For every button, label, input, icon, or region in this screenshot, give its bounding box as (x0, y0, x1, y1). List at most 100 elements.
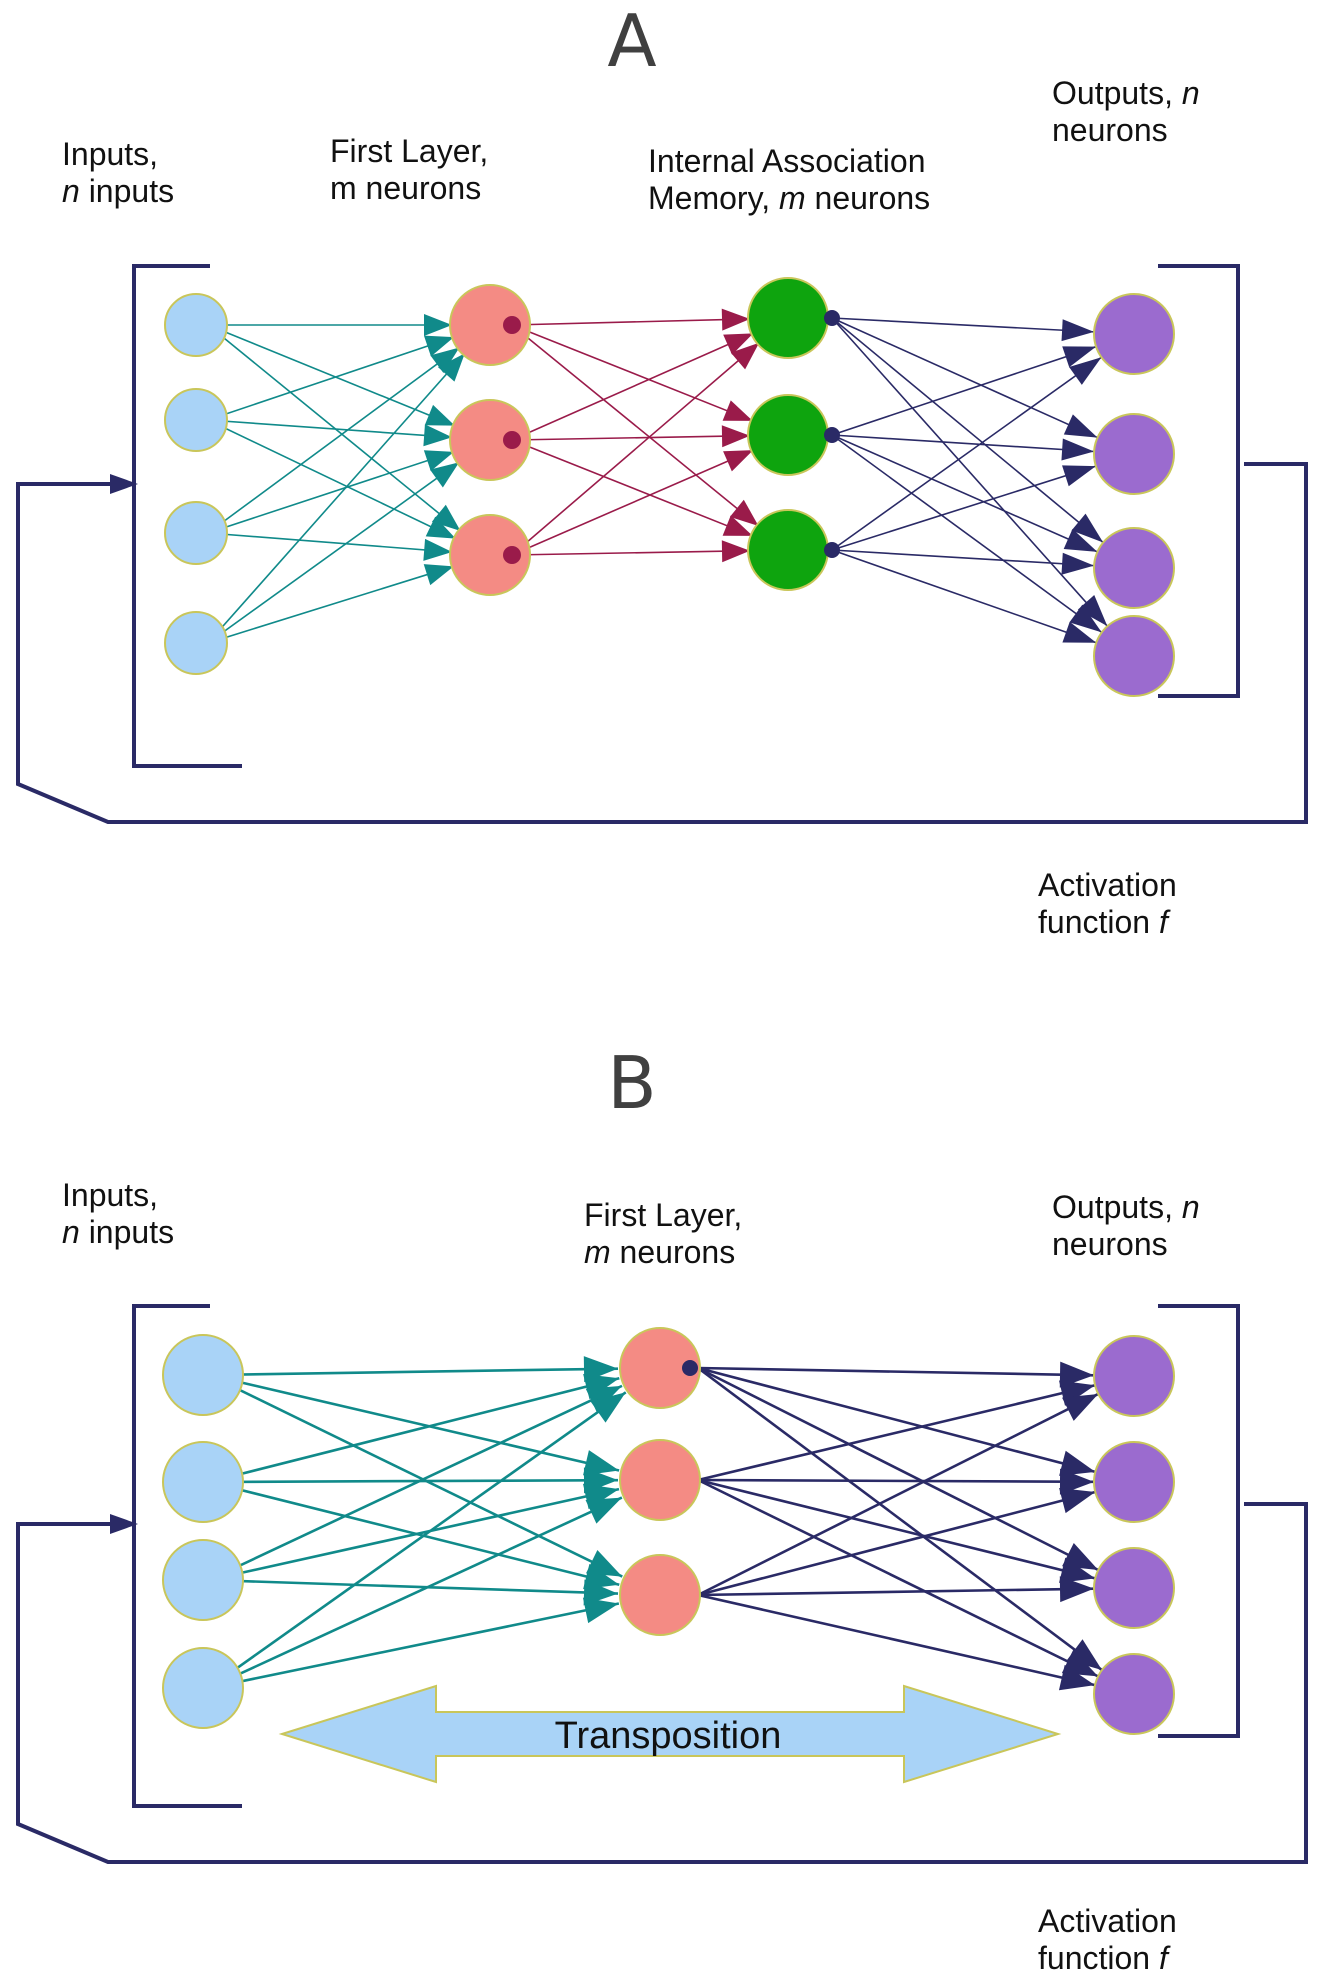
panel-b-navy-arrow-2-1 (697, 1384, 1096, 1482)
panel-b-teal-arrow-1-3 (208, 1373, 623, 1578)
panel-b-navy-arrow-head-1-1 (1059, 1361, 1095, 1388)
panel-a-navy-arrow-2-1 (831, 345, 1097, 436)
panel-b-input-node-3 (162, 1539, 244, 1621)
panel-a-output-node-2 (1093, 413, 1175, 495)
panel-a-teal-arrow-head-1-3 (431, 504, 461, 531)
panel-a-teal-arrow-head-1-1 (424, 314, 452, 336)
panel-a-inputs-label: Inputs, n inputs (62, 136, 174, 209)
panel-a-crimson-connections (511, 308, 760, 563)
panel-a-crimson-arrow-head-1-1 (721, 308, 751, 331)
panel-a-output-node-3 (1093, 527, 1175, 609)
panel-a-teal-arrow-head-3-1 (430, 347, 460, 374)
panel-a-first-layer-dot-1 (503, 316, 521, 334)
panel-a-crimson-arrow-1-3 (511, 324, 760, 527)
panel-a-crimson-arrow-1-1 (511, 318, 751, 326)
panel-a-navy-arrow-head-1-3 (1071, 513, 1104, 543)
panel-a-crimson-arrow-head-2-2 (721, 425, 751, 448)
panel-b-navy-connections (697, 1361, 1103, 1691)
panel-a-navy-arrow-head-3-2 (1062, 465, 1096, 487)
panel-a-teal-arrow-4-2 (207, 461, 460, 644)
panel-a-input-node-4 (164, 611, 228, 675)
panel-b-navy-arrow-1-4 (697, 1366, 1103, 1672)
panel-b-input-nodes (162, 1334, 244, 1729)
panel-b-navy-arrow-head-2-3 (1059, 1557, 1096, 1583)
panel-a-navy-arrow-2-3 (831, 434, 1098, 553)
panel-b-output-bracket (1158, 1304, 1240, 1738)
panel-a-navy-arrow-3-2 (831, 465, 1097, 551)
panel-b-navy-arrow-3-4 (697, 1593, 1096, 1687)
panel-a-assoc-dot-2 (824, 427, 840, 443)
panel-a-assoc-node-3 (747, 509, 829, 591)
panel-b-first-layer-node-2 (619, 1439, 701, 1521)
panel-b-navy-arrow-3-3 (697, 1587, 1095, 1597)
panel-a-input-node-3 (164, 501, 228, 565)
panel-b-navy-arrow-1-1 (697, 1366, 1095, 1377)
panel-b-first-layer-node-1 (619, 1327, 701, 1409)
panel-a-navy-arrow-1-1 (831, 317, 1095, 333)
panel-b-teal-arrow-3-2 (208, 1487, 620, 1582)
panel-b: B Inputs, n inputs First Layer, m neuron… (16, 1041, 1308, 1976)
panel-b-teal-arrow-1-2 (208, 1373, 620, 1472)
panel-a-crimson-arrow-1-2 (511, 324, 753, 422)
panel-a-teal-arrow-3-1 (207, 346, 460, 534)
panel-a-first-layer-label: First Layer, m neurons (330, 133, 497, 206)
panel-a-crimson-arrow-head-2-3 (722, 515, 753, 536)
panel-a-teal-arrow-head-3-3 (423, 538, 453, 561)
panel-a-assoc-dot-3 (824, 542, 840, 558)
panel-a-teal-arrow-head-2-1 (423, 335, 454, 357)
panel-a-teal-arrow-head-4-1 (437, 353, 465, 382)
panel-a-navy-arrow-head-1-1 (1061, 319, 1095, 342)
panel-b-input-node-2 (162, 1441, 244, 1523)
panel-b-teal-arrow-4-1 (208, 1391, 627, 1690)
panel-a-teal-arrow-head-4-3 (423, 564, 454, 586)
panel-b-teal-arrow-head-1-2 (583, 1450, 620, 1476)
panel-a-teal-arrow-3-2 (207, 451, 455, 534)
panel-a-crimson-arrow-2-3 (511, 439, 753, 537)
panel-a-crimson-arrow-2-2 (511, 434, 751, 441)
panel-b-teal-connections (208, 1356, 627, 1690)
panel-a-teal-arrow-4-3 (207, 565, 454, 644)
panel-b-teal-arrow-head-3-3 (583, 1579, 619, 1606)
panel-b-navy-arrow-2-4 (697, 1478, 1099, 1678)
panel-a-teal-arrow-head-1-2 (424, 404, 455, 426)
panel-b-teal-arrow-head-4-2 (585, 1497, 622, 1524)
transposition-label: Transposition (555, 1715, 782, 1757)
panel-a-navy-arrow-head-3-3 (1061, 552, 1095, 575)
panel-b-input-bracket (132, 1304, 242, 1808)
panel-b-teal-arrow-head-4-1 (590, 1392, 626, 1423)
panel-a-crimson-arrow-head-3-3 (721, 540, 751, 563)
panel-b-frame (16, 1304, 1308, 1864)
panel-a-first-layer-dot-3 (503, 546, 521, 564)
panel-b-output-node-2 (1093, 1441, 1175, 1523)
panel-b-first-layer-nodes (619, 1327, 701, 1636)
panel-a-crimson-arrow-3-2 (511, 449, 754, 556)
panel-b-input-node-4 (162, 1647, 244, 1729)
panel-b-teal-arrow-head-4-3 (582, 1597, 619, 1624)
panel-b-navy-arrow-head-1-2 (1059, 1450, 1096, 1476)
panel-a-input-bracket (132, 264, 242, 768)
panel-a-teal-arrow-head-2-2 (423, 424, 453, 447)
panel-a-crimson-arrow-head-1-3 (729, 499, 759, 526)
panel-a-teal-connections (207, 314, 466, 644)
panel-b-navy-arrow-head-3-4 (1058, 1664, 1095, 1691)
panel-b-output-node-3 (1093, 1547, 1175, 1629)
panel-a-teal-arrow-2-3 (207, 419, 457, 540)
panel-b-output-node-1 (1093, 1335, 1175, 1417)
panel-b-input-node-1 (162, 1334, 244, 1416)
panel-b-navy-arrow-head-3-2 (1059, 1487, 1096, 1514)
panel-b-teal-arrow-2-1 (208, 1377, 620, 1484)
panel-a-crimson-arrow-head-2-1 (723, 333, 754, 355)
panel-a-letter: A (607, 0, 656, 83)
panel-b-navy-arrow-1-2 (697, 1366, 1096, 1474)
panel-b-teal-arrow-4-2 (208, 1496, 623, 1690)
panel-a-crimson-arrow-head-3-2 (723, 450, 754, 472)
panel-a-teal-arrow-1-3 (207, 324, 462, 532)
panel-a-navy-arrow-3-4 (831, 549, 1097, 644)
panel-b-teal-arrow-3-3 (208, 1578, 619, 1595)
panel-a-navy-arrow-head-2-1 (1062, 346, 1097, 368)
panel-a-navy-connections (831, 317, 1108, 644)
panel-a-navy-arrow-head-1-2 (1063, 414, 1098, 438)
panel-b-first-layer-label: First Layer, m neurons (584, 1197, 751, 1270)
panel-a-navy-arrow-head-2-3 (1063, 528, 1098, 552)
